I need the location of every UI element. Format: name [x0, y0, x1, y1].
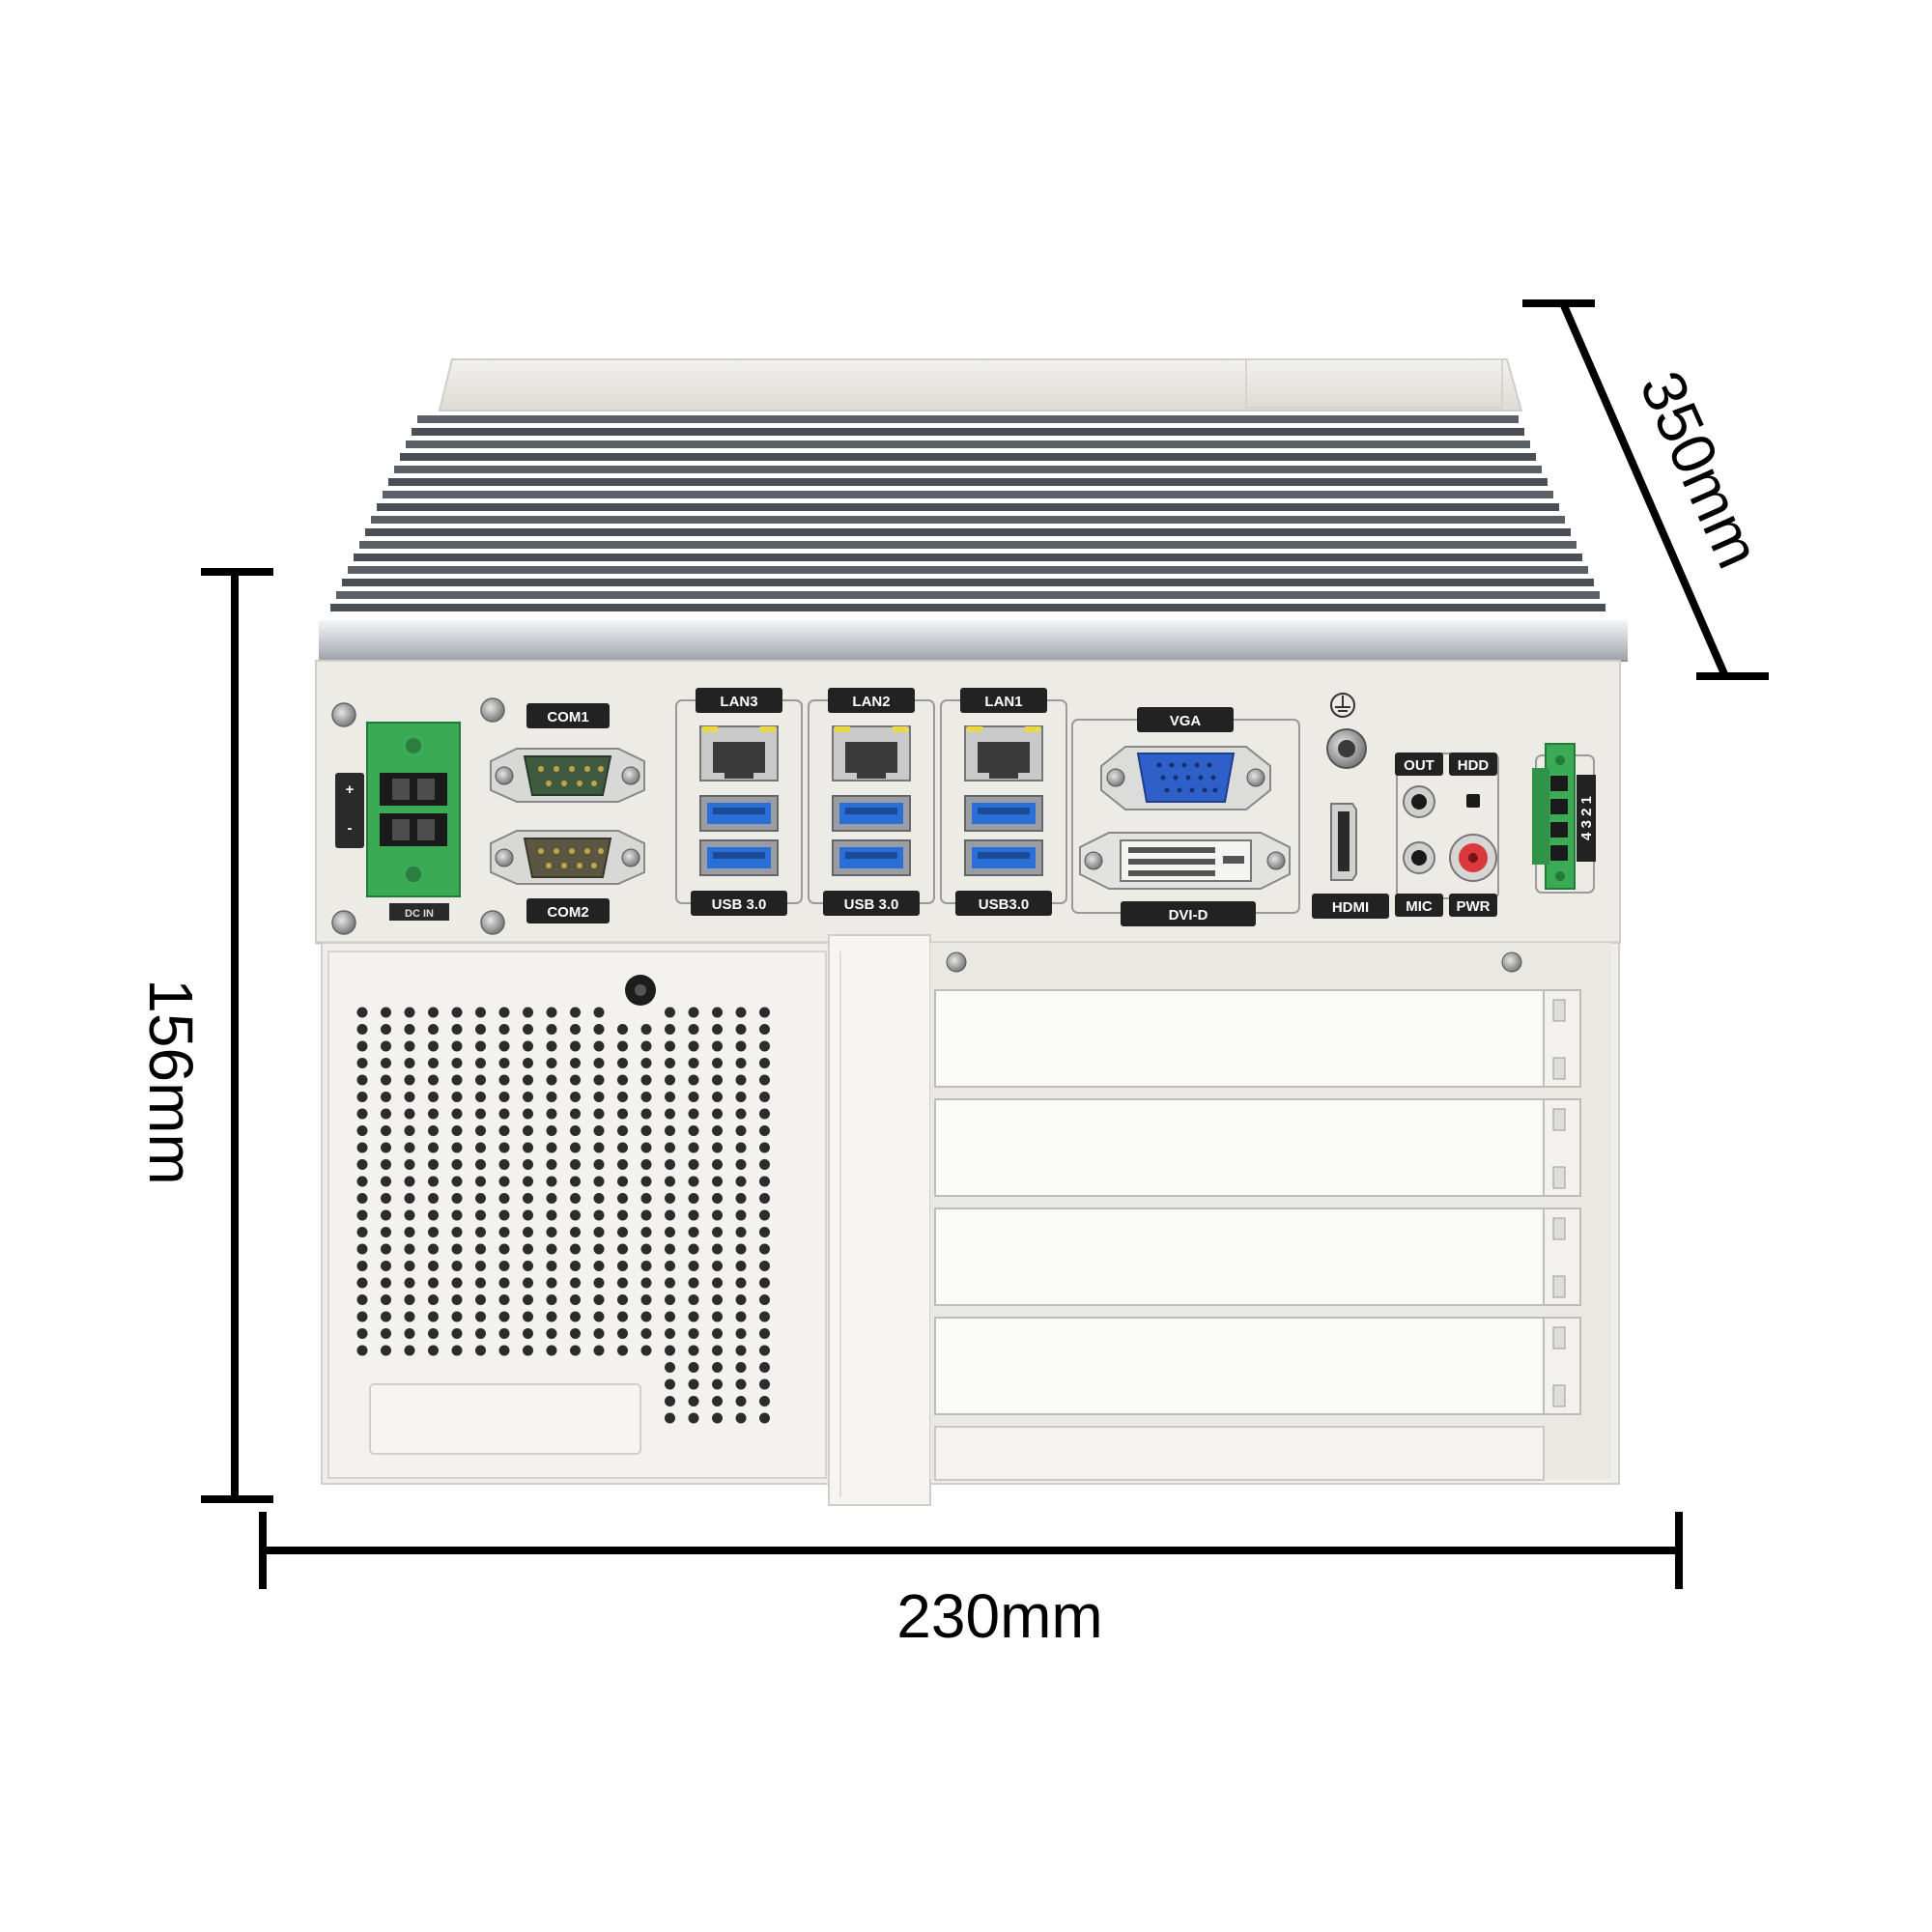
expansion-slot-4[interactable] [934, 1317, 1581, 1415]
screw-icon [331, 697, 505, 935]
display-ports: VGA [1071, 707, 1300, 926]
pwr-label: PWR [1457, 898, 1491, 915]
hdd-led-icon [1466, 794, 1480, 808]
io-panel: + - DC IN COM1 [315, 660, 1621, 945]
lan-usb-group-2: LAN2 USB 3.0 [808, 688, 935, 916]
com-ports: COM1 CO [490, 703, 645, 923]
usb-port[interactable] [964, 839, 1043, 876]
width-label: 230mm [896, 1581, 1102, 1651]
dc-plus-label: + [346, 781, 355, 798]
terminal-block-connector[interactable]: 4 3 2 1 [1532, 743, 1596, 894]
ground-post[interactable] [1326, 728, 1367, 769]
dc-in-connector[interactable]: + - DC IN [335, 722, 461, 921]
dc-minus-label: - [348, 820, 353, 837]
audio-out-jack[interactable] [1403, 785, 1435, 818]
power-button[interactable] [1449, 834, 1497, 882]
depth-label: 350mm [1627, 361, 1775, 578]
screw-icon [625, 975, 656, 1006]
vga-port[interactable] [1100, 746, 1271, 810]
expansion-slot-2[interactable] [934, 1098, 1581, 1197]
expansion-slots [930, 943, 1611, 1481]
hdmi-label: HDMI [1332, 899, 1369, 916]
dimension-width: 230mm [259, 1512, 1683, 1651]
lan-usb-group-1: LAN1 USB3.0 [940, 688, 1067, 916]
usb-label: USB3.0 [979, 896, 1030, 913]
lan3-label: LAN3 [720, 694, 757, 710]
dvi-port[interactable] [1079, 832, 1291, 890]
ground-icon [1330, 693, 1355, 718]
expansion-slot-1[interactable] [934, 989, 1581, 1088]
audio-controls: OUT HDD MIC PWR [1395, 753, 1499, 917]
dc-in-label: DC IN [405, 908, 434, 920]
com2-port[interactable] [490, 830, 645, 885]
lan1-label: LAN1 [984, 694, 1022, 710]
com2-label: COM2 [547, 904, 588, 921]
hdmi-port[interactable] [1330, 803, 1357, 881]
terminal-pin-label: 4 3 2 1 [1578, 796, 1595, 840]
vent-holes [356, 1007, 770, 1424]
dvi-label: DVI-D [1169, 907, 1208, 923]
mic-jack[interactable] [1403, 841, 1435, 874]
hdd-label: HDD [1458, 757, 1490, 774]
usb-label: USB 3.0 [844, 896, 899, 913]
usb-port[interactable] [832, 795, 911, 832]
lower-chassis [321, 934, 1620, 1506]
expansion-slot-3[interactable] [934, 1208, 1581, 1306]
mic-label: MIC [1406, 898, 1433, 915]
lan3-port[interactable] [699, 725, 779, 781]
height-label: 156mm [136, 979, 206, 1184]
chassis-top [319, 358, 1628, 662]
com1-label: COM1 [547, 709, 588, 725]
lan2-port[interactable] [832, 725, 911, 781]
heatsink-fins [330, 415, 1605, 611]
lan1-port[interactable] [964, 725, 1043, 781]
lan2-label: LAN2 [852, 694, 890, 710]
dimension-height: 156mm [136, 568, 273, 1503]
usb-port[interactable] [964, 795, 1043, 832]
com1-port[interactable] [490, 748, 645, 803]
usb-port[interactable] [699, 839, 779, 876]
usb-port[interactable] [832, 839, 911, 876]
lan-usb-group-3: LAN3 USB 3.0 [675, 688, 803, 916]
out-label: OUT [1404, 757, 1435, 774]
vga-label: VGA [1170, 713, 1202, 729]
usb-port[interactable] [699, 795, 779, 832]
usb-label: USB 3.0 [712, 896, 767, 913]
